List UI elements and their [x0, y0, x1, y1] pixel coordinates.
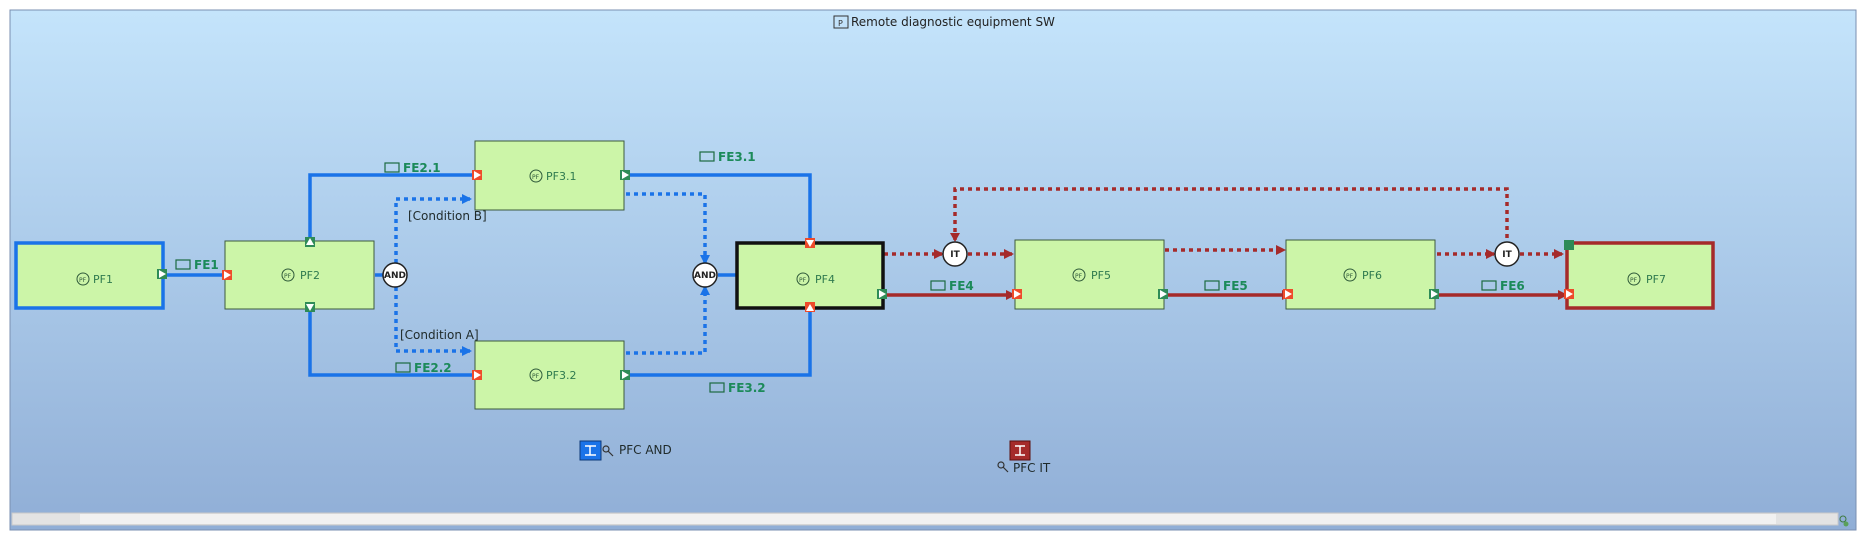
legend-pfc-and[interactable]: PFC AND [579, 440, 672, 461]
red-control-flows [884, 187, 1564, 259]
gate-it-1[interactable]: IT [942, 241, 968, 267]
function-pf2[interactable]: PF PF2 [224, 240, 375, 310]
diagram-title-text: Remote diagnostic equipment SW [851, 15, 1055, 29]
function-pf5[interactable]: PF PF5 [1014, 239, 1165, 310]
function-pf4-label: PF4 [815, 273, 835, 286]
flow-fe3-2[interactable]: FE3.2 [709, 381, 766, 395]
navigator-icon[interactable] [1839, 515, 1849, 527]
flow-fe5[interactable]: FE5 [1204, 279, 1248, 293]
function-pf3-1[interactable]: PF PF3.1 [474, 140, 625, 211]
svg-text:P: P [838, 19, 843, 28]
gate-and-1[interactable]: AND [382, 262, 408, 288]
function-pf2-label: PF2 [300, 269, 320, 282]
flow-fe2-1[interactable]: FE2.1 [384, 161, 441, 175]
diagram-title: P Remote diagnostic equipment SW [833, 15, 1055, 29]
gate-and-2-label: AND [694, 271, 716, 281]
function-pf3-1-label: PF3.1 [546, 170, 576, 183]
horizontal-scrollbar[interactable] [11, 512, 1839, 526]
gate-it-1-label: IT [950, 250, 960, 260]
svg-text:PF: PF [799, 277, 807, 284]
svg-text:PF: PF [1346, 273, 1354, 280]
function-pf3-2-label: PF3.2 [546, 369, 576, 382]
svg-text:PF: PF [532, 174, 540, 181]
flow-fe2-2-label: FE2.2 [414, 361, 452, 375]
condition-a-label: [Condition A] [400, 328, 479, 342]
flow-fe4-label: FE4 [949, 279, 974, 293]
flow-labels: FE1 FE2.1 FE2.2 FE3.1 FE3.2 FE4 FE5 FE6 [175, 150, 1525, 395]
flow-fe2-1-label: FE2.1 [403, 161, 441, 175]
function-pf5-label: PF5 [1091, 269, 1111, 282]
flow-fe1-label: FE1 [194, 258, 219, 272]
flow-fe3-1[interactable]: FE3.1 [699, 150, 756, 164]
flow-fe3-2-label: FE3.2 [728, 381, 766, 395]
legend-pfc-it-label: PFC IT [1013, 461, 1051, 475]
function-pf1[interactable]: PF PF1 [14, 241, 165, 310]
function-pf6-label: PF6 [1362, 269, 1382, 282]
svg-text:PF: PF [1075, 273, 1083, 280]
svg-text:PF: PF [284, 273, 292, 280]
function-pf7[interactable]: PF PF7 [1565, 241, 1715, 310]
flow-fe6-label: FE6 [1500, 279, 1525, 293]
svg-text:PF: PF [79, 277, 87, 284]
gate-it-2-label: IT [1502, 250, 1512, 260]
ports [157, 170, 1574, 380]
function-pf6[interactable]: PF PF6 [1285, 239, 1436, 310]
flow-fe5-label: FE5 [1223, 279, 1248, 293]
blue-control-flows [394, 192, 710, 356]
gate-and-1-label: AND [384, 271, 406, 281]
legend-pfc-it[interactable]: PFC IT [997, 440, 1051, 475]
function-pf4[interactable]: PF PF4 [735, 241, 885, 310]
gate-it-2[interactable]: IT [1494, 241, 1520, 267]
svg-text:PF: PF [1630, 277, 1638, 284]
function-pf7-label: PF7 [1646, 273, 1666, 286]
flow-fe4[interactable]: FE4 [930, 279, 974, 293]
svg-text:PF: PF [532, 373, 540, 380]
flow-fe6[interactable]: FE6 [1481, 279, 1525, 293]
function-pf1-label: PF1 [93, 273, 113, 286]
function-pf3-2[interactable]: PF PF3.2 [474, 340, 625, 410]
flow-fe2-2[interactable]: FE2.2 [395, 361, 452, 375]
flow-fe3-1-label: FE3.1 [718, 150, 756, 164]
legend-pfc-and-label: PFC AND [619, 443, 672, 457]
condition-b-label: [Condition B] [408, 209, 487, 223]
gate-and-2[interactable]: AND [692, 262, 718, 288]
flow-fe1[interactable]: FE1 [175, 258, 219, 272]
